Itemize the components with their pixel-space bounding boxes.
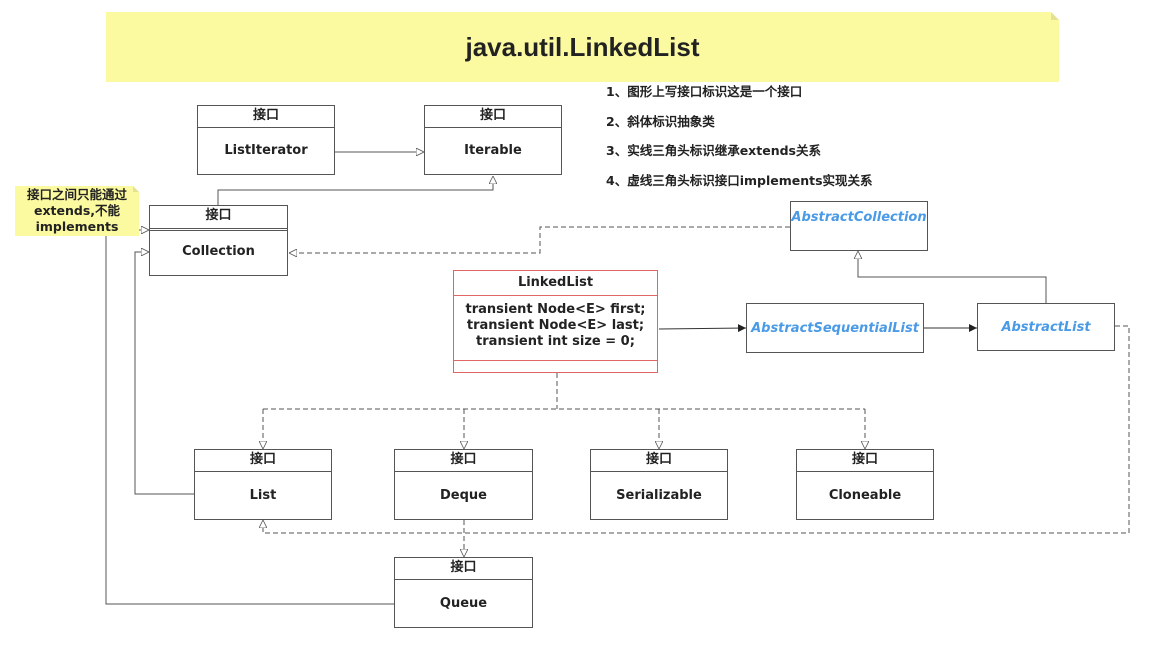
interface-name: Serializable bbox=[616, 487, 702, 503]
diagram-title: java.util.LinkedList bbox=[465, 31, 700, 62]
interface-stereotype: 接口 bbox=[195, 450, 331, 472]
field-first: transient Node<E> first; bbox=[465, 302, 646, 317]
abstract-class-name: AbstractList bbox=[1001, 319, 1091, 335]
legend-note-3: 3、实线三角头标识继承extends关系 bbox=[606, 143, 821, 158]
edge-queue-collection bbox=[105, 230, 394, 605]
legend-notes: 1、图形上写接口标识这是一个接口 2、斜体标识抽象类 3、实线三角头标识继承ex… bbox=[606, 84, 873, 202]
edge-collection-iterable bbox=[217, 176, 493, 205]
interface-name: List bbox=[249, 487, 277, 503]
abstract-class-abstractlist: AbstractList bbox=[977, 303, 1115, 351]
class-name: LinkedList bbox=[454, 271, 657, 296]
side-note-line-1: 接口之间只能通过 bbox=[26, 187, 127, 202]
interface-stereotype: 接口 bbox=[198, 106, 334, 128]
interface-name: Cloneable bbox=[828, 487, 902, 503]
edge-list-collection bbox=[134, 252, 194, 495]
interface-stereotype: 接口 bbox=[150, 206, 287, 231]
interface-stereotype: 接口 bbox=[395, 558, 532, 580]
interface-name: ListIterator bbox=[224, 143, 308, 158]
interface-stereotype: 接口 bbox=[395, 450, 532, 472]
interface-cloneable: 接口 Cloneable bbox=[796, 449, 934, 520]
diagram-title-note: java.util.LinkedList bbox=[106, 12, 1059, 82]
side-note-line-3: implements bbox=[35, 219, 119, 234]
interface-extends-note: 接口之间只能通过 extends,不能 implements bbox=[15, 186, 139, 236]
edge-linkedlist-interfaces bbox=[263, 373, 865, 410]
field-size: transient int size = 0; bbox=[476, 334, 635, 349]
note-fold-corner bbox=[133, 186, 139, 192]
interface-name: Queue bbox=[439, 595, 488, 611]
abstract-class-name: AbstractSequentialList bbox=[751, 320, 919, 336]
class-fields: transient Node<E> first; transient Node<… bbox=[454, 302, 657, 350]
interface-queue: 接口 Queue bbox=[394, 557, 533, 628]
interface-name: Iterable bbox=[464, 143, 522, 158]
abstract-class-abstractcollection: AbstractCollection bbox=[790, 201, 928, 251]
field-last: transient Node<E> last; bbox=[466, 318, 645, 333]
side-note-line-2: extends,不能 bbox=[33, 203, 121, 218]
legend-note-4: 4、虚线三角头标识接口implements实现关系 bbox=[606, 172, 873, 188]
interface-listiterator: 接口 ListIterator bbox=[197, 105, 335, 175]
interface-name: Collection bbox=[182, 243, 255, 259]
edge-abstractlist-list bbox=[263, 325, 1130, 534]
abstract-class-abstractsequentiallist: AbstractSequentialList bbox=[746, 303, 924, 353]
interface-list: 接口 List bbox=[194, 449, 332, 520]
edge-abstractcollection-collection bbox=[289, 226, 790, 253]
edge-linkedlist-abstractsequentiallist bbox=[658, 324, 747, 333]
interface-iterable: 接口 Iterable bbox=[424, 105, 562, 175]
interface-stereotype: 接口 bbox=[797, 450, 933, 472]
note-fold-corner bbox=[1051, 12, 1059, 20]
legend-note-1: 1、图形上写接口标识这是一个接口 bbox=[606, 84, 803, 99]
class-methods-section bbox=[454, 360, 657, 372]
edge-abstractlist-abstractcollection bbox=[858, 251, 1047, 303]
abstract-class-name: AbstractCollection bbox=[791, 210, 927, 225]
legend-note-2: 2、斜体标识抽象类 bbox=[606, 113, 715, 129]
interface-stereotype: 接口 bbox=[591, 450, 727, 472]
class-linkedlist: LinkedList transient Node<E> first; tran… bbox=[453, 270, 658, 373]
interface-deque: 接口 Deque bbox=[394, 449, 533, 520]
interface-name: Deque bbox=[440, 487, 487, 503]
interface-serializable: 接口 Serializable bbox=[590, 449, 728, 520]
interface-collection: 接口 Collection bbox=[149, 205, 288, 276]
interface-stereotype: 接口 bbox=[425, 106, 561, 128]
